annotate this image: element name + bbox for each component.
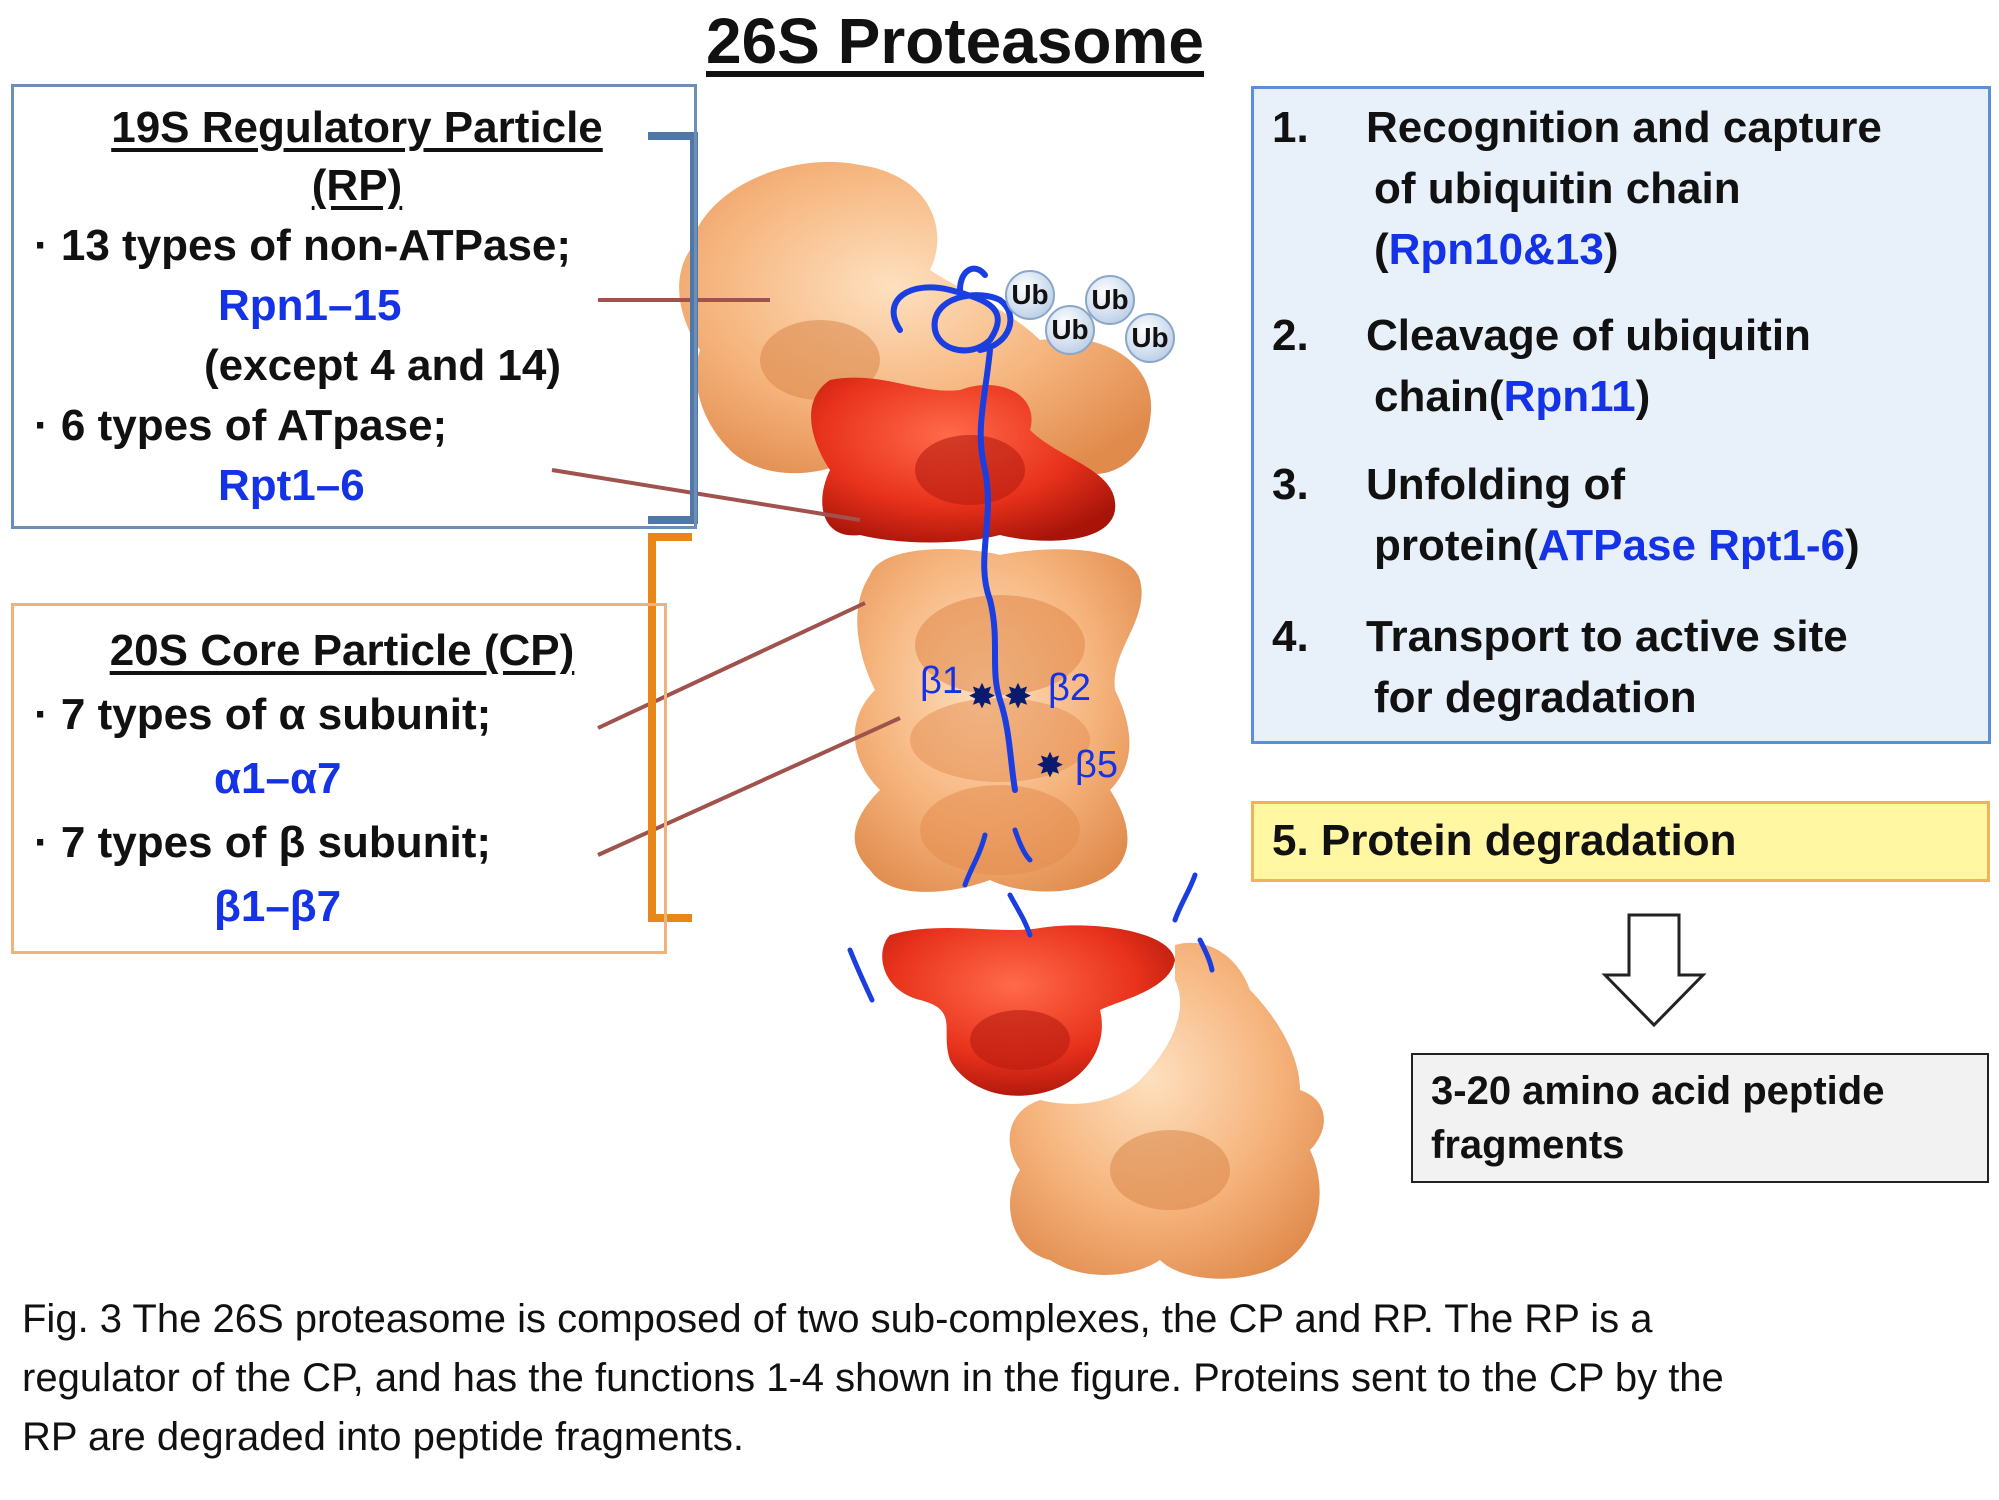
caption-line2: regulator of the CP, and has the functio…	[22, 1356, 1724, 1400]
peptide-fragment-5	[1197, 937, 1215, 973]
ub-ball-3	[1045, 305, 1095, 355]
protein-degradation-box: 5. Protein degradation	[1251, 801, 1990, 882]
core-cavity-2	[910, 698, 1090, 782]
rp-lid-lower-groove	[1110, 1130, 1230, 1210]
core-cavity-1	[915, 595, 1085, 695]
cp-bullet-beta: · 7 types of β subunit;	[34, 818, 492, 867]
ub-ball-4	[1125, 313, 1175, 363]
function-4-number: 4.	[1272, 612, 1309, 661]
function-2-number: 2.	[1272, 311, 1309, 360]
cp-alpha-range: α1–α7	[214, 754, 342, 803]
fragments-line1: 3-20 amino acid peptide	[1431, 1069, 1885, 1113]
function-1-line2: of ubiquitin chain	[1374, 164, 1741, 213]
star-icon: ✸	[968, 678, 997, 716]
star-icon: ✸	[1004, 678, 1033, 716]
function-4-line1: Transport to active site	[1366, 612, 1848, 661]
star-icon: ✸	[1036, 747, 1065, 785]
peptide-fragment-1	[962, 832, 988, 888]
page-title: 26S Proteasome	[705, 5, 1205, 77]
caption-line1: Fig. 3 The 26S proteasome is composed of…	[22, 1297, 1653, 1341]
function-1-subunit: Rpn10&13	[1388, 225, 1604, 274]
beta1-label: β1	[920, 660, 963, 702]
rp-rpn-range: Rpn1–15	[218, 281, 402, 330]
rp-lid-lower	[1009, 942, 1324, 1279]
function-1-line1: Recognition and capture	[1366, 103, 1882, 152]
beta5-label: β5	[1075, 744, 1118, 786]
substrate-protein-strand	[977, 347, 1018, 793]
rp-heading-line2: (RP)	[311, 161, 403, 210]
ub-label-4: Ub	[1131, 322, 1168, 353]
function-3-subunit: ATPase Rpt1-6	[1537, 521, 1846, 570]
function-2-subunit: Rpn11	[1503, 372, 1636, 421]
function-3-number: 3.	[1272, 460, 1309, 509]
ub-ball-2	[1085, 275, 1135, 325]
rpt-ring-lower-shadow	[970, 1010, 1070, 1070]
cp-description-box: 20S Core Particle (CP) · 7 types of α su…	[11, 603, 667, 954]
cp-beta-range: β1–β7	[214, 882, 342, 931]
rp-heading-line1: 19S Regulatory Particle	[111, 103, 603, 152]
peptide-fragment-2	[1012, 827, 1033, 863]
pointer-rpt	[551, 468, 861, 522]
rp-rpn-exception: (except 4 and 14)	[204, 341, 562, 390]
function-4-line2: for degradation	[1374, 673, 1697, 722]
peptide-fragments-box: 3-20 amino acid peptide fragments	[1411, 1053, 1989, 1183]
function-1-number: 1.	[1272, 103, 1309, 152]
beta2-label: β2	[1048, 667, 1091, 709]
rp-bullet-atpase: · 6 types of ATpase;	[34, 401, 448, 450]
cp-bracket	[648, 533, 692, 922]
fragments-line2: fragments	[1431, 1123, 1625, 1167]
ub-label-1: Ub	[1011, 279, 1048, 310]
down-arrow-icon	[1601, 913, 1707, 1028]
cp-bullet-alpha: · 7 types of α subunit;	[34, 690, 492, 739]
pointer-alpha	[597, 601, 866, 730]
rp-description-box: 19S Regulatory Particle (RP) · 13 types …	[11, 84, 697, 529]
function-3-line1: Unfolding of	[1366, 460, 1626, 509]
ub-ball-1	[1005, 270, 1055, 320]
cp-heading: 20S Core Particle (CP)	[109, 626, 575, 675]
protein-degradation-label: 5. Protein degradation	[1272, 816, 1737, 865]
rpt-ring-shadow	[915, 435, 1025, 505]
ub-label-3: Ub	[1051, 314, 1088, 345]
peptide-fragment-6	[847, 947, 875, 1003]
figure-caption: Fig. 3 The 26S proteasome is composed of…	[22, 1290, 1972, 1467]
peptide-fragment-4	[1172, 872, 1198, 923]
functions-box: 1. Recognition and capture of ubiquitin …	[1251, 86, 1991, 744]
core-cavity-3	[920, 785, 1080, 875]
ubiquitin-chain-scribble	[890, 265, 1014, 354]
function-3-line2: protein(ATPase Rpt1-6)	[1374, 521, 1860, 570]
ub-label-2: Ub	[1091, 284, 1128, 315]
function-2-line1: Cleavage of ubiquitin	[1366, 311, 1811, 360]
function-1-line3: (Rpn10&13)	[1374, 225, 1619, 274]
rp-rpt-range: Rpt1–6	[218, 461, 365, 510]
rp-bullet-non-atpase: · 13 types of non-ATPase;	[34, 221, 572, 270]
function-2-line2: chain(Rpn11)	[1374, 372, 1651, 421]
caption-line3: RP are degraded into peptide fragments.	[22, 1415, 744, 1459]
peptide-fragment-3	[1007, 892, 1033, 938]
